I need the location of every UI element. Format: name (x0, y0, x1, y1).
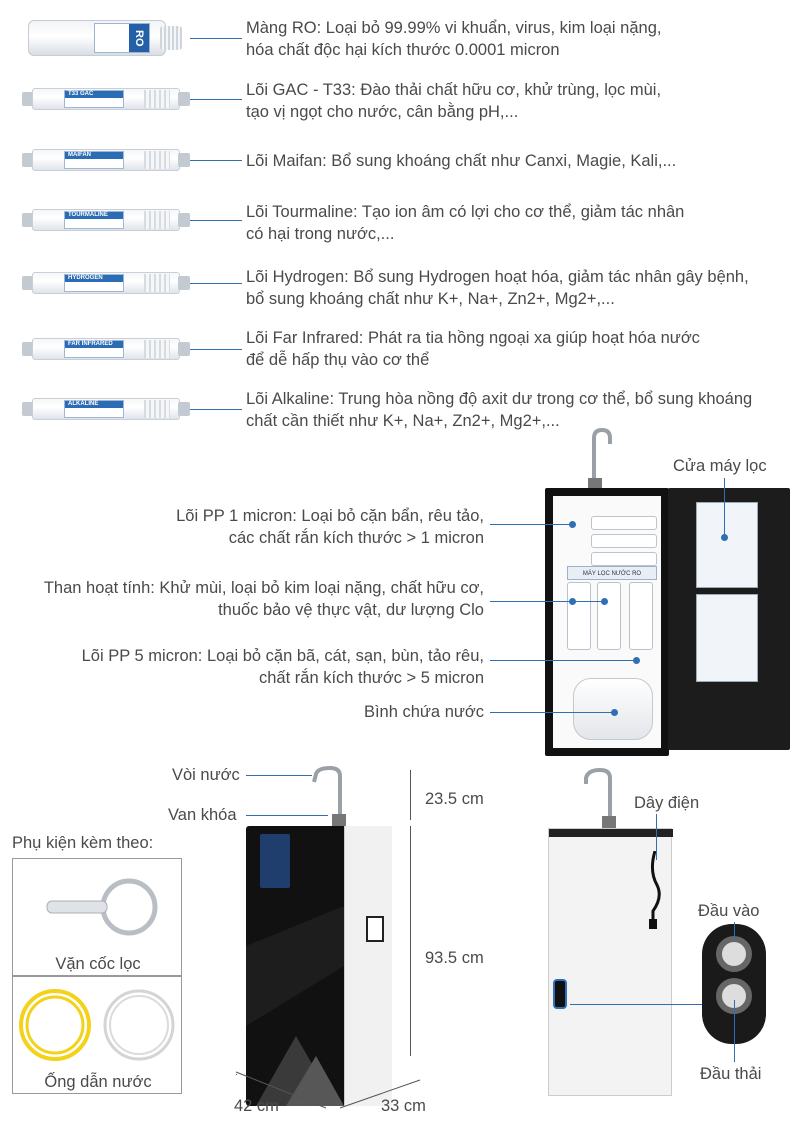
far-infrared-label: Lõi Far Infrared: Phát ra tia hồng ngoại… (246, 329, 700, 369)
valve-leader-line (246, 815, 328, 816)
ro-leader-line (190, 38, 242, 39)
ro-membrane-image: RO (22, 20, 190, 56)
alkaline-filter-image: ALKALINE (22, 396, 190, 422)
gac-leader-line (190, 99, 242, 100)
drain-label: Đầu thải (700, 1065, 762, 1083)
dim-width-marker (236, 1074, 237, 1075)
faucet-icon (588, 428, 612, 488)
power-cord-icon (649, 851, 661, 929)
tourmaline-label: Lõi Tourmaline: Tạo ion âm có lợi cho cơ… (246, 203, 685, 243)
ro-membrane-label: Màng RO: Loại bỏ 99.99% vi khuẩn, virus,… (246, 19, 662, 59)
maifan-filter-image: MAIFAN (22, 147, 190, 173)
cord-leader-line (656, 814, 657, 860)
pp1-leader-line (490, 524, 572, 525)
hydrogen-leader-line (190, 283, 242, 284)
dim-width-label: 42 cm (234, 1097, 279, 1115)
carbon-label: Than hoạt tính: Khử mùi, loại bỏ kim loạ… (43, 579, 484, 619)
maifan-leader-line (190, 160, 242, 161)
gac-t33-label: Lõi GAC - T33: Đào thải chất hữu cơ, khử… (246, 81, 662, 121)
drain-leader-line (734, 1000, 735, 1062)
inlet-leader-line (734, 922, 735, 940)
tank-label: Bình chứa nước (363, 703, 484, 721)
door-leader-line (724, 478, 725, 538)
far-infrared-filter-image: FAR INFRARED (22, 336, 190, 362)
purifier-front-view (246, 826, 392, 1106)
tank-leader-line (490, 712, 614, 713)
tourmaline-leader-line (190, 220, 242, 221)
pp5-label: Lõi PP 5 micron: Loại bỏ cặn bã, cát, sạ… (81, 647, 484, 687)
purifier-door (668, 488, 790, 750)
pp1-label: Lõi PP 1 micron: Loại bỏ cặn bẩn, rêu tả… (176, 507, 484, 547)
hydrogen-label: Lõi Hydrogen: Bổ sung Hydrogen hoạt hóa,… (246, 268, 749, 308)
power-cord-label: Dây điện (634, 794, 700, 812)
pp5-leader-line (490, 660, 636, 661)
maifan-label: Lõi Maifan: Bổ sung khoáng chất như Canx… (246, 152, 677, 170)
dim-depth-label: 33 cm (381, 1097, 426, 1115)
wrench-label: Vặn cốc lọc (55, 955, 141, 973)
water-tubes-icon (19, 989, 175, 1061)
accessories-title: Phụ kiện kèm theo: (12, 834, 154, 852)
faucet-label: Vòi nước (172, 766, 240, 784)
alkaline-leader-line (190, 409, 242, 410)
inlet-label: Đầu vào (698, 902, 760, 920)
tubes-box: Ống dẫn nước (12, 976, 182, 1094)
carbon-dot-2 (601, 598, 608, 605)
tubes-label: Ống dẫn nước (44, 1073, 152, 1091)
alkaline-label: Lõi Alkaline: Trung hòa nồng độ axit dư … (246, 390, 753, 430)
purifier-back-view (548, 828, 673, 1096)
inlet-port-icon (716, 936, 752, 972)
dim-base-lines (235, 1071, 421, 1109)
purifier-cabinet-open: MÁY LỌC NƯỚC RO (545, 488, 669, 756)
door-dot (721, 534, 728, 541)
pp1-dot (569, 521, 576, 528)
port-leader-line (570, 1004, 704, 1005)
front-faucet-icon (312, 766, 346, 826)
filter-wrench-icon (46, 878, 158, 936)
carbon-dot-1 (569, 598, 576, 605)
back-faucet-icon (584, 768, 616, 828)
tourmaline-filter-image: TOURMALINE (22, 207, 190, 233)
hydrogen-filter-image: HYDROGEN (22, 270, 190, 296)
dim-top-label: 23.5 cm (425, 790, 484, 808)
dim-height-line (410, 826, 411, 1056)
tank-dot (611, 709, 618, 716)
dim-height-label: 93.5 cm (425, 949, 484, 967)
faucet-leader-line (246, 775, 312, 776)
far-infrared-leader-line (190, 349, 242, 350)
valve-label: Van khóa (168, 806, 237, 824)
dim-top-line (410, 770, 411, 820)
wrench-box: Vặn cốc lọc (12, 858, 182, 976)
door-label: Cửa máy lọc (673, 457, 767, 475)
gac-t33-filter-image: T33 GAC (22, 86, 190, 112)
back-port-icon (553, 979, 567, 1009)
pp5-dot (633, 657, 640, 664)
filter-panel-label: MÁY LỌC NƯỚC RO (567, 566, 657, 580)
carbon-leader-line (490, 601, 604, 602)
